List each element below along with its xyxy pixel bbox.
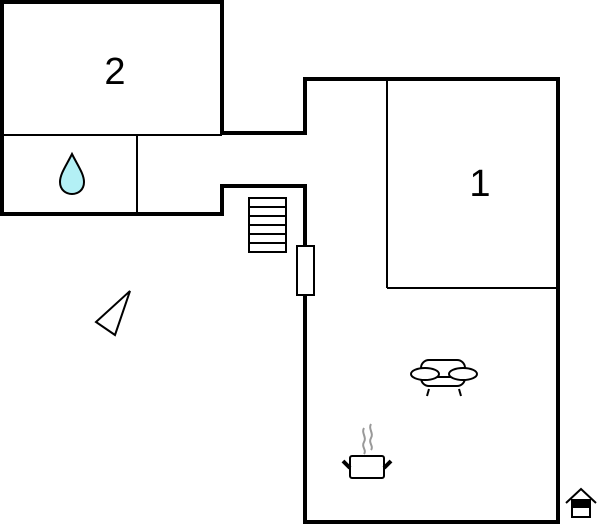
room-label-1: 1 [469,163,490,205]
house-entrance-icon [565,487,597,518]
cooking-pot-icon [341,423,393,479]
bathroom-droplet-icon [58,151,86,196]
window-icon [296,245,315,296]
compass-triangle-icon [94,290,131,337]
room-label-2: 2 [104,51,125,93]
sofa-icon [410,359,478,397]
exterior-walls [0,0,560,524]
stairs-icon [248,197,287,253]
